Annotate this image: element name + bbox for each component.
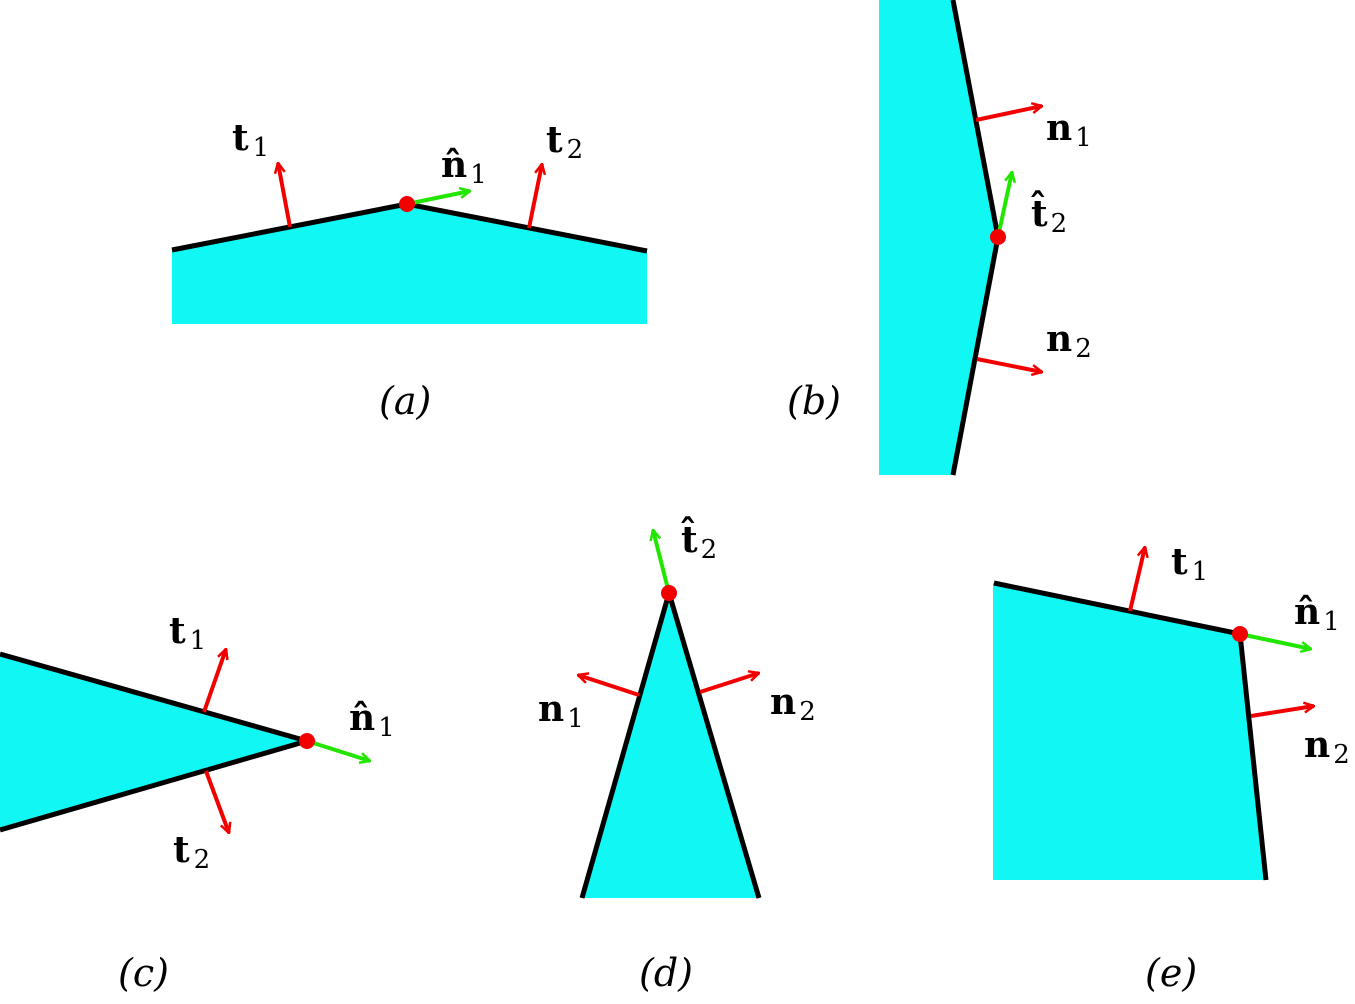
panel-d-n2-arrow (699, 673, 759, 694)
panel-d-label-t2hat: t̂2 (681, 516, 717, 565)
panel-a-caption: (a) (379, 379, 431, 423)
panel-c-t2-arrow (204, 770, 229, 833)
panel-a-region (172, 204, 647, 324)
panel-c-label-n1hat: n̂1 (349, 697, 395, 743)
panel-d-t2hat-arrow (653, 530, 671, 594)
panel-b-label-t2hat: t̂2 (1031, 190, 1067, 239)
panel-e-region (993, 583, 1266, 880)
panel-b-n2-arrow (976, 357, 1042, 372)
panel-b-vertex (990, 229, 1006, 245)
panel-b-region (879, 0, 998, 475)
panel-c-region (0, 654, 307, 830)
panel-b-n1-arrow (975, 106, 1042, 122)
panel-e-label-n1hat: n̂1 (1294, 591, 1340, 637)
panel-c-caption: (c) (118, 951, 169, 995)
panel-b-t2hat-arrow (996, 172, 1012, 238)
panel-e-n2-arrow (1250, 706, 1314, 718)
panel-e-n1hat-arrow (1239, 632, 1311, 649)
panel-e-t1-arrow (1128, 547, 1145, 612)
panel-e-caption: (e) (1145, 951, 1197, 995)
panel-a-vertex (399, 196, 415, 212)
panel-a-n1hat-arrow (406, 191, 470, 206)
panel-a-t1-arrow (278, 163, 292, 228)
panel-d-n1-arrow (578, 675, 640, 697)
panel-e-vertex (1232, 626, 1248, 642)
panel-d-caption: (d) (639, 951, 693, 995)
panel-a-label-n1hat: n̂1 (441, 144, 487, 190)
panel-c-n1hat-arrow (306, 739, 370, 761)
panel-d-vertex (661, 585, 677, 601)
panel-c-t1-arrow (202, 649, 226, 713)
panel-d-region (582, 593, 759, 898)
panel-a-t2-arrow (527, 164, 542, 229)
panel-c-vertex (299, 733, 315, 749)
panel-b-caption: (b) (787, 379, 841, 423)
